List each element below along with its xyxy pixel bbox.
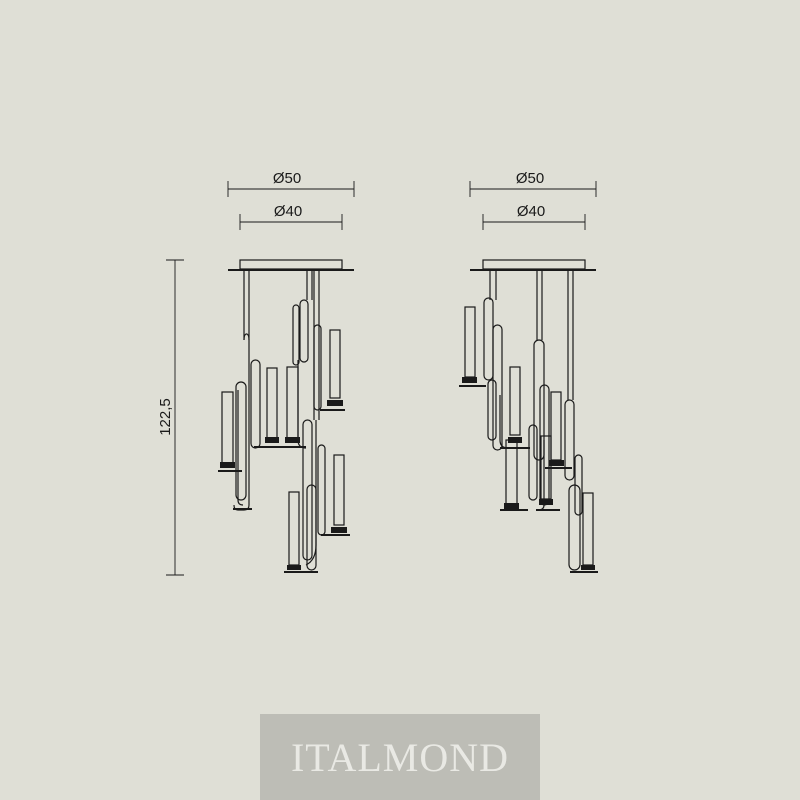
support-bars-2 <box>459 385 598 573</box>
brand-logo-box: ITALMOND <box>260 714 540 800</box>
height-label: 122,5 <box>157 398 174 436</box>
front-view: Ø50 Ø40 122,5 <box>157 170 355 576</box>
suspension-rods-2 <box>489 270 574 400</box>
inner-diameter-dimension-2: Ø40 <box>482 203 586 230</box>
outer-diameter-label: Ø50 <box>273 170 301 187</box>
outer-diameter-dimension-2: Ø50 <box>469 170 597 197</box>
inner-diameter-label-2: Ø40 <box>517 203 545 220</box>
glass-tubes <box>221 329 345 566</box>
support-bars <box>218 409 350 573</box>
outer-diameter-label-2: Ø50 <box>516 170 544 187</box>
curved-hooks-2 <box>483 297 583 571</box>
brand-logo: ITALMOND <box>290 734 510 780</box>
ceiling-canopy-2 <box>470 259 596 271</box>
tube-caps <box>220 400 347 570</box>
height-dimension: 122,5 <box>157 259 184 576</box>
tube-caps-2 <box>462 377 595 570</box>
ceiling-canopy <box>228 259 354 271</box>
inner-diameter-dimension: Ø40 <box>239 203 343 230</box>
side-view: Ø50 Ø40 <box>459 170 598 573</box>
inner-diameter-label: Ø40 <box>274 203 302 220</box>
outer-diameter-dimension: Ø50 <box>227 170 355 197</box>
curved-hooks <box>233 299 326 571</box>
